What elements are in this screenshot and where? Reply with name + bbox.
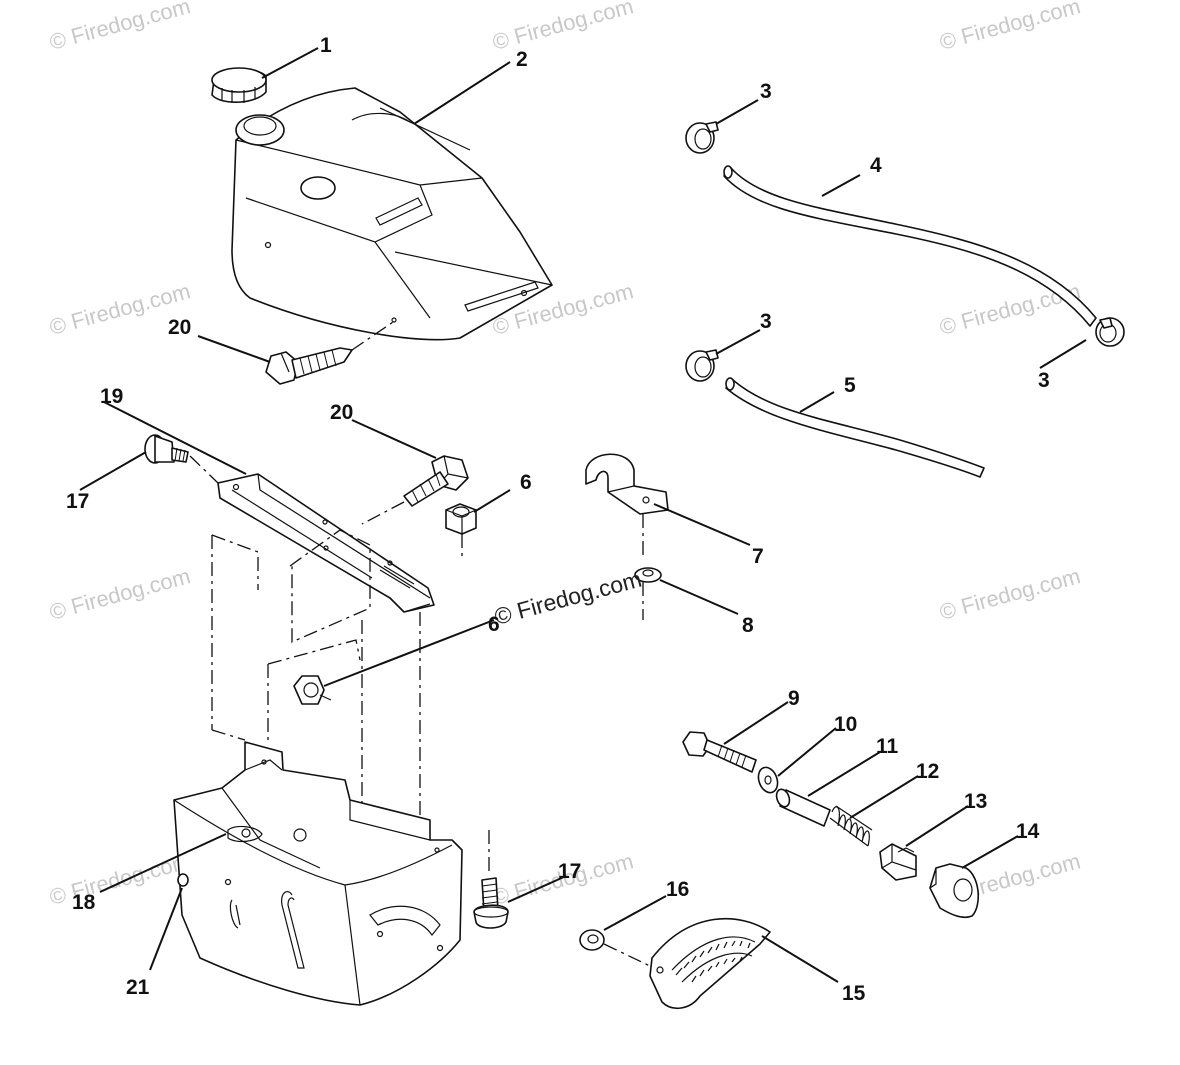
push-rivet bbox=[177, 873, 189, 887]
callout-11: 11 bbox=[876, 735, 899, 758]
washer-nut bbox=[634, 567, 662, 620]
watermark-center: © Firedog.com bbox=[492, 566, 645, 630]
callout-4: 4 bbox=[870, 154, 882, 177]
callout-12: 12 bbox=[916, 760, 939, 783]
callout-5: 5 bbox=[844, 374, 856, 397]
callout-14: 14 bbox=[1016, 820, 1040, 843]
callout-21: 21 bbox=[126, 976, 150, 999]
hose-clip-bracket bbox=[585, 453, 669, 560]
hose-clamp bbox=[685, 349, 719, 382]
control-panel bbox=[173, 741, 463, 1006]
watermark-text: © Firedog.com bbox=[937, 0, 1083, 55]
shoulder-bolt-right bbox=[473, 877, 509, 929]
fuel-hose-short bbox=[725, 377, 985, 478]
fuel-hose-long bbox=[723, 165, 1097, 327]
callout-19: 19 bbox=[100, 385, 123, 408]
mounting-bracket bbox=[217, 473, 435, 613]
compression-spring bbox=[829, 805, 873, 847]
callout-1: 1 bbox=[320, 34, 332, 57]
callout-6: 6 bbox=[520, 471, 532, 494]
hex-bolt bbox=[682, 731, 757, 773]
callout-labels: 1 2 3 4 20 3 3 5 19 20 6 17 7 8 6 9 10 1… bbox=[66, 34, 1050, 1005]
fuel-tank bbox=[231, 87, 553, 341]
callout-15: 15 bbox=[842, 982, 866, 1005]
watermark-text: © Firedog.com bbox=[47, 848, 193, 910]
callout-3: 3 bbox=[1038, 369, 1050, 392]
callout-20: 20 bbox=[330, 401, 353, 424]
adjustment-knob bbox=[879, 843, 917, 881]
callout-3: 3 bbox=[760, 310, 772, 333]
callout-2: 2 bbox=[516, 48, 528, 71]
callout-7: 7 bbox=[752, 545, 764, 568]
height-indicator-plate bbox=[649, 917, 771, 1009]
callout-3: 3 bbox=[760, 80, 772, 103]
hex-bolt-center bbox=[361, 455, 469, 525]
leader-lines bbox=[79, 47, 1087, 983]
callout-6: 6 bbox=[488, 613, 500, 636]
spacer-tube bbox=[775, 788, 831, 827]
fuel-cap bbox=[211, 67, 267, 104]
watermark-text: © Firedog.com bbox=[47, 563, 193, 625]
hex-nut-top bbox=[445, 503, 477, 535]
callout-17: 17 bbox=[558, 860, 581, 883]
callout-18: 18 bbox=[72, 891, 96, 914]
callout-8: 8 bbox=[742, 614, 754, 637]
watermark-text: © Firedog.com bbox=[490, 0, 636, 55]
hex-nut-lower bbox=[293, 675, 332, 705]
callout-17: 17 bbox=[66, 490, 89, 513]
nut-washer bbox=[579, 929, 651, 967]
knob-plate bbox=[929, 863, 979, 919]
shoulder-bolt-left bbox=[144, 434, 219, 484]
callout-20: 20 bbox=[168, 316, 191, 339]
callout-13: 13 bbox=[964, 790, 987, 813]
flat-washer bbox=[757, 766, 779, 794]
watermark-text: © Firedog.com bbox=[937, 563, 1083, 625]
tank-mounting-screw bbox=[265, 319, 397, 385]
callout-16: 16 bbox=[666, 878, 689, 901]
callout-10: 10 bbox=[834, 713, 857, 736]
hose-clamp bbox=[1095, 317, 1125, 347]
hose-clamp bbox=[685, 121, 719, 154]
callout-9: 9 bbox=[788, 687, 800, 710]
watermark-text: © Firedog.com bbox=[47, 0, 193, 55]
